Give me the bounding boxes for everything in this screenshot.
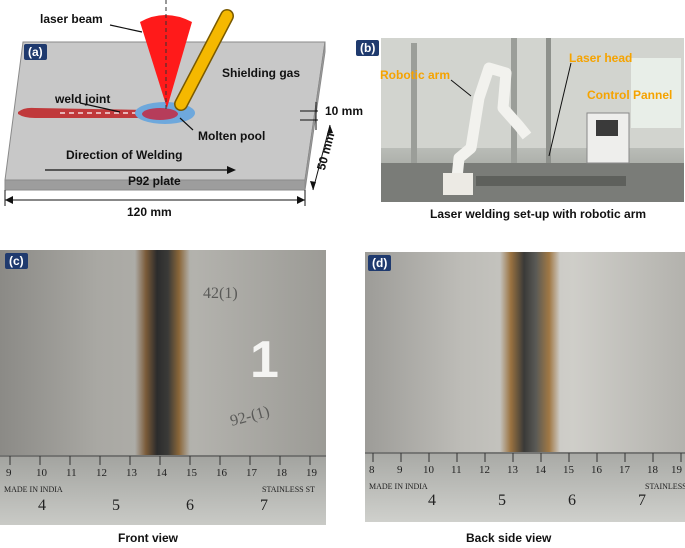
dim-50-arrow1 [327,125,333,134]
ruler-c-n18: 18 [276,467,287,479]
frame-left [411,43,417,163]
ruler-c-n14: 14 [156,467,167,479]
ruler-d-n8: 8 [369,464,375,476]
robot-arm-shape [450,62,532,189]
leader-pool [179,117,194,131]
direction-arrowhead [227,166,236,174]
ruler-d-n13: 13 [507,464,518,476]
panel-a-tag: (a) [24,44,47,60]
ruler-ticks-back [365,452,685,462]
panel-b-tag: (b) [356,40,380,56]
ruler-c-n9: 9 [6,467,12,479]
ruler-d-n10: 10 [423,464,434,476]
ruler-d-big4: 4 [428,492,436,509]
ruler-d-n11: 11 [451,464,462,476]
ruler-c-big5: 5 [112,497,120,514]
ruler-c-n19: 19 [306,467,317,479]
ruler-d-text-right: STAINLESS [645,482,685,491]
ruler-d-big7: 7 [638,492,646,509]
leader-robot [450,79,472,97]
ruler-c-n12: 12 [96,467,107,479]
back-view-photo [365,252,685,522]
frame-mid [511,38,517,168]
control-screen [596,120,618,136]
frame-right [546,38,551,168]
direction-label: Direction of Welding [66,148,183,162]
sample-mark-1: 1 [250,331,279,389]
panel-c-caption: Front view [118,531,179,545]
dim-50-arrow2 [310,181,316,190]
ruler-c-n16: 16 [216,467,227,479]
ruler-back [365,452,685,522]
ruler-c-text-right: STAINLESS ST [262,485,315,494]
ruler-c-big6: 6 [186,497,194,514]
robot-scene [381,38,684,202]
ruler-c-big4: 4 [38,497,46,514]
ruler-d-n9: 9 [397,464,403,476]
ruler-d-n16: 16 [591,464,602,476]
robot-setup-photo [381,38,684,202]
panel-c-tag: (c) [5,253,28,269]
leader-head [548,62,572,157]
plate-label: P92 plate [128,174,181,188]
shielding-gas-label: Shielding gas [222,66,301,80]
weld-schematic [4,0,333,206]
ruler-c-n13: 13 [126,467,137,479]
laser-beam-label: laser beam [40,12,103,26]
weld-bead [18,107,150,118]
ruler-d-n17: 17 [619,464,630,476]
pool-core [142,108,178,120]
ruler-d-n18: 18 [647,464,658,476]
weld-joint-label: weld joint [55,92,111,106]
panel-d-caption: Back side view [466,531,552,545]
ruler-c-big7: 7 [260,497,268,514]
ruler-c-n11: 11 [66,467,77,479]
robot-base [443,173,473,195]
ruler-ticks-front [0,455,326,465]
laser-beam-cone [140,15,192,108]
work-table [476,176,626,186]
control-panel-label: Control Pannel [587,88,673,102]
shielding-gas-fill [175,10,233,110]
leader-laser [109,24,143,33]
laser-head-label: Laser head [569,51,633,65]
ruler-d-n19: 19 [671,464,682,476]
ruler-d-n12: 12 [479,464,490,476]
ruler-c-n15: 15 [186,467,197,479]
ruler-c-n10: 10 [36,467,47,479]
plate-side-face [304,41,326,191]
window [631,58,681,128]
dim-120-arrow-left [5,196,13,204]
molten-pool-label: Molten pool [198,129,266,143]
panel-b-caption: Laser welding set-up with robotic arm [430,207,647,221]
dim-50-line [312,124,331,191]
dim-120-arrow-right [297,196,305,204]
ruler-front [0,455,326,525]
thickness-label: 10 mm [325,104,364,118]
front-view-photo [0,250,326,525]
weld-bead-back [500,252,560,452]
ruler-c-text-left: MADE IN INDIA [4,485,63,494]
weld-bead-front [135,250,190,455]
ruler-d-n15: 15 [563,464,574,476]
leader-weld [79,102,121,113]
ruler-d-n14: 14 [535,464,546,476]
length-label: 120 mm [127,205,172,219]
panel-d-tag: (d) [368,255,392,271]
ruler-d-text-left: MADE IN INDIA [369,482,428,491]
ruler-d-big6: 6 [568,492,576,509]
robotic-arm-label: Robotic arm [380,68,451,82]
ruler-c-n17: 17 [246,467,257,479]
ruler-d-big5: 5 [498,492,506,509]
sample-mark-42: 42(1) [203,285,238,302]
